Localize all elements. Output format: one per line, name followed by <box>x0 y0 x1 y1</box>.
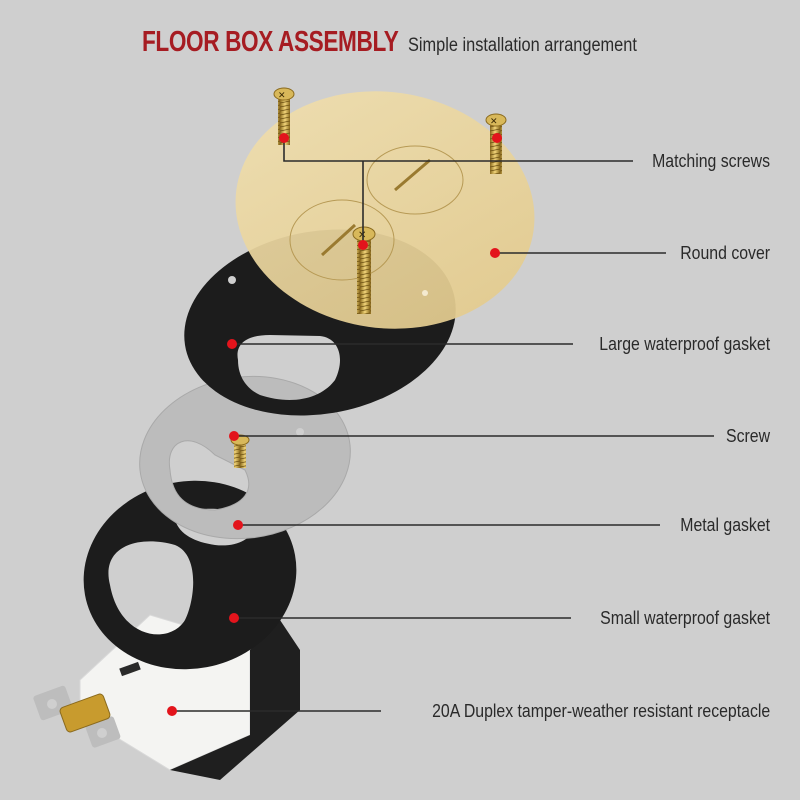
label-round-cover: Round cover <box>680 243 770 263</box>
dot-matching-screw-3 <box>358 240 368 250</box>
dot-screw <box>229 431 239 441</box>
label-large-waterproof-gasket: Large waterproof gasket <box>599 334 770 354</box>
dot-large-gasket <box>227 339 237 349</box>
label-receptacle: 20A Duplex tamper-weather resistant rece… <box>431 701 770 721</box>
leader-lines <box>172 138 714 712</box>
label-matching-screws: Matching screws <box>652 151 770 171</box>
callout-dots <box>167 133 502 716</box>
label-metal-gasket: Metal gasket <box>680 515 770 535</box>
dot-matching-screw-2 <box>492 133 502 143</box>
dot-round-cover <box>490 248 500 258</box>
small-screw <box>230 434 250 468</box>
svg-text:✕: ✕ <box>278 90 286 100</box>
label-screw: Screw <box>725 426 770 446</box>
page-subtitle: Simple installation arrangement <box>408 35 637 56</box>
header: FLOOR BOX ASSEMBLY Simple installation a… <box>142 26 674 59</box>
dot-small-gasket <box>229 613 239 623</box>
svg-text:✕: ✕ <box>358 230 366 241</box>
dot-metal-gasket <box>233 520 243 530</box>
round-cover <box>235 91 535 329</box>
label-small-waterproof-gasket: Small waterproof gasket <box>600 608 770 628</box>
dot-matching-screw-1 <box>279 133 289 143</box>
small-waterproof-gasket <box>83 480 297 670</box>
svg-text:✕: ✕ <box>490 116 498 126</box>
dot-receptacle <box>167 706 177 716</box>
